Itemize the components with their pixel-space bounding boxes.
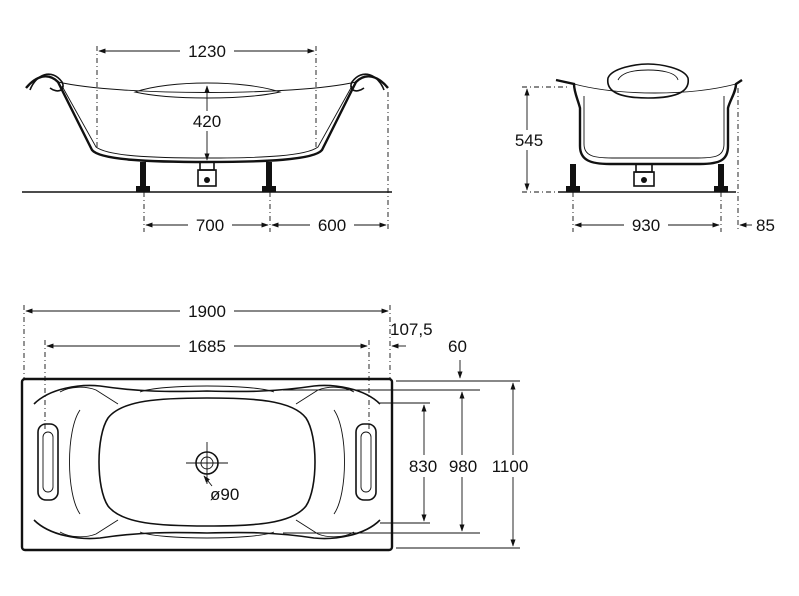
dim-text-1900: 1900 (188, 302, 226, 321)
end-view: 545 930 85 (508, 63, 775, 235)
side-leg-right (262, 162, 276, 192)
end-tub-outline (555, 78, 743, 166)
dim-text-107-5: 107,5 (390, 320, 433, 339)
dim-text-600: 600 (318, 216, 346, 235)
side-handle-left (29, 73, 64, 92)
end-drain-trap (633, 163, 655, 187)
side-top-oval (133, 82, 282, 99)
end-headrest (607, 63, 689, 99)
end-leg-left (566, 164, 580, 192)
plan-drain-icon (186, 442, 228, 484)
side-handle-right (350, 73, 385, 92)
side-leg-left (136, 162, 150, 192)
dim-text-980: 980 (449, 457, 477, 476)
end-leg-right (714, 164, 728, 192)
dim-leader-90 (203, 475, 213, 487)
dim-text-420: 420 (193, 112, 221, 131)
side-drain-trap (197, 161, 217, 187)
dim-text-1230: 1230 (188, 42, 226, 61)
end-rim (573, 83, 737, 94)
plan-headrest-right (355, 423, 377, 501)
dim-text-1100: 1100 (492, 457, 529, 476)
plan-outer-frame (20, 377, 394, 552)
dim-text-1685: 1685 (188, 337, 226, 356)
end-tub-inner (583, 96, 725, 159)
side-view: 1230 420 700 600 (22, 40, 392, 235)
dim-text-930: 930 (632, 216, 660, 235)
dim-text-700: 700 (196, 216, 224, 235)
plan-headrest-left (37, 423, 59, 501)
plan-view: ø90 1900 1685 107,5 60 830 980 (20, 300, 534, 552)
dim-text-85: 85 (756, 216, 775, 235)
dim-text-90: ø90 (210, 485, 239, 504)
dim-text-60: 60 (448, 337, 467, 356)
dim-text-545: 545 (515, 131, 543, 150)
plan-basin (98, 397, 316, 527)
dim-text-830: 830 (409, 457, 437, 476)
